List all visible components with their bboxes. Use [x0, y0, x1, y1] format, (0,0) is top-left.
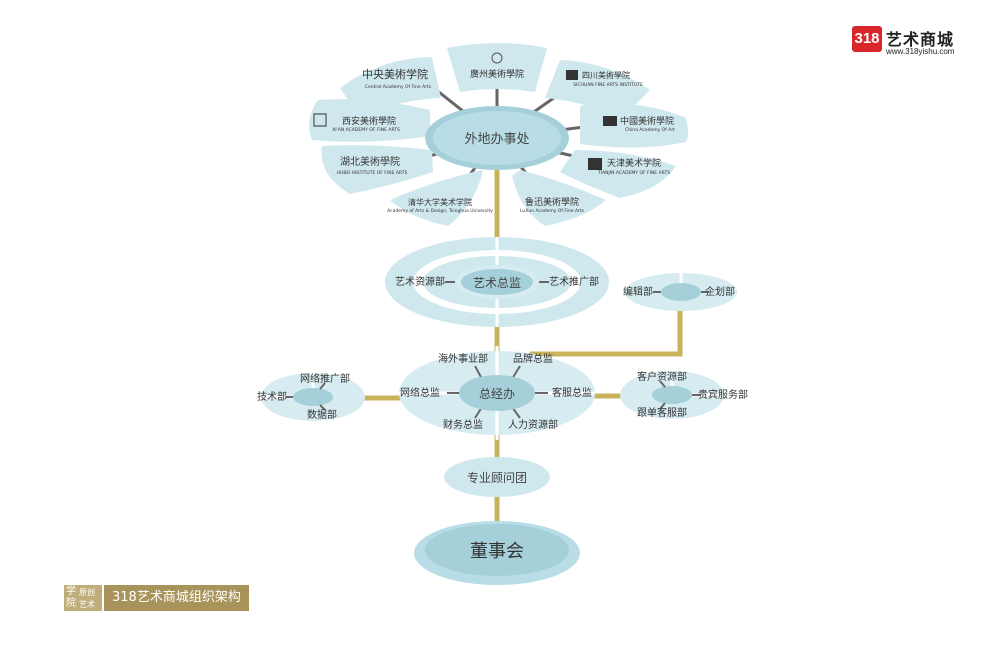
unit-art-resources: 艺术资源部 [395, 275, 445, 288]
board-label: 董事会 [470, 541, 524, 562]
academy-luxun-en: LuXun Academy Of Fine Arts [520, 208, 585, 214]
academy-china-cn: 中國美術學院 [620, 115, 674, 127]
academy-luxun-cn: 鲁迅美術學院 [525, 196, 579, 208]
network-cluster: 网络推广部 技术部 数据部 [257, 372, 365, 421]
footer-logo-char-2: 原创 [79, 588, 95, 597]
unit-customer-resources: 客户资源部 [637, 370, 687, 383]
unit-vip: 贵宾服务部 [698, 388, 748, 401]
board-node: 董事会 [414, 521, 580, 585]
academy-sichuan-en: SICHUAN FINE ARTS INSTITUTE [573, 82, 643, 88]
footer-banner: 学 原创 院 艺术 318艺术商城组织架构 [64, 585, 249, 611]
academy-guangzhou-cn: 廣州美術學院 [470, 68, 524, 80]
service-hub [652, 386, 692, 404]
footer-logo-char-1: 学 [66, 586, 76, 597]
service-cluster: 客户资源部 贵宾服务部 跟单客服部 [620, 370, 748, 419]
academy-xian: 西安美術學院 XI'AN ACADEMY OF FINE ARTS [309, 99, 430, 142]
unit-finance: 财务总监 [443, 418, 483, 431]
academy-xian-cn: 西安美術學院 [342, 115, 396, 127]
academy-central-en: Central Academy Of Fine Arts [365, 84, 432, 90]
academy-tianjin-cn: 天津美术学院 [607, 157, 661, 169]
tianjin-logo-icon [588, 158, 602, 170]
academy-guangzhou: 廣州美術學院 [447, 43, 547, 92]
connector-editorial [530, 300, 683, 357]
unit-data: 数据部 [307, 408, 337, 421]
guangzhou-emblem-icon [491, 52, 503, 64]
footer-logo: 学 原创 院 艺术 [64, 585, 102, 611]
footer-logo-char-4: 艺术 [79, 600, 95, 609]
unit-tech: 技术部 [257, 390, 287, 403]
unit-customer-service: 客服总监 [552, 386, 592, 399]
academy-tsinghua: 清华大学美术学院 Academy of Arts & Design, Tsing… [387, 170, 493, 226]
brand-url: www.318yishu.com [886, 47, 955, 56]
unit-network: 网络总监 [400, 386, 440, 399]
academy-china: 中國美術學院 China Academy Of Art [580, 103, 688, 148]
sichuan-logo-icon [566, 70, 578, 80]
brand-name: 艺术商城 [886, 30, 955, 49]
academy-tianjin: 天津美术学院 TIANJIN ACADEMY OF FINE ARTS [560, 150, 676, 198]
academy-central-cn: 中央美術学院 [362, 67, 428, 81]
china-academy-logo-icon [603, 116, 617, 126]
footer-logo-char-3: 院 [66, 598, 76, 609]
brand-logo: 318 艺术商城 www.318yishu.com [852, 26, 972, 60]
editorial-cluster: 编辑部 企划部 [623, 273, 737, 311]
brand-badge: 318 [852, 26, 882, 52]
tech-hub [293, 388, 333, 406]
gm-cluster: 总经办 海外事业部 品牌总监 网络总监 客服总监 财务总监 人力资源部 [399, 346, 595, 440]
academy-luxun: 鲁迅美術學院 LuXun Academy Of Fine Arts [512, 170, 606, 226]
xian-logo-icon [313, 113, 327, 127]
academy-xian-en: XI'AN ACADEMY OF FINE ARTS [332, 127, 400, 133]
academy-china-en: China Academy Of Art [625, 127, 675, 133]
unit-brand: 品牌总监 [513, 352, 553, 365]
art-director-label: 艺术总监 [473, 276, 521, 290]
unit-network-promotion: 网络推广部 [300, 372, 350, 385]
advisory-node: 专业顾问团 [444, 457, 550, 497]
advisory-label: 专业顾问团 [467, 470, 527, 485]
footer-title: 318艺术商城组织架构 [104, 585, 249, 611]
unit-editing: 编辑部 [623, 285, 653, 298]
branch-cluster: 中央美術学院 Central Academy Of Fine Arts 廣州美術… [309, 43, 688, 226]
academy-tsinghua-cn: 清华大学美术学院 [408, 197, 472, 207]
unit-order: 跟单客服部 [637, 406, 687, 419]
unit-hr: 人力资源部 [508, 418, 558, 431]
academy-tianjin-en: TIANJIN ACADEMY OF FINE ARTS [597, 170, 670, 176]
unit-planning: 企划部 [705, 285, 735, 298]
academy-hubei: 湖北美術學院 HUBEI INSTITUTE OF FINE ARTS [321, 145, 433, 194]
editorial-hub [661, 283, 701, 301]
academy-hubei-en: HUBEI INSTITUTE OF FINE ARTS [337, 170, 408, 176]
academy-tsinghua-en: Academy of Arts & Design, Tsinghua Unive… [387, 208, 493, 214]
academy-hubei-cn: 湖北美術學院 [340, 155, 400, 168]
gm-label: 总经办 [479, 386, 515, 401]
branch-office-label: 外地办事处 [464, 132, 529, 147]
academy-sichuan-cn: 四川美術學院 [582, 70, 630, 80]
unit-overseas: 海外事业部 [438, 352, 488, 365]
art-cluster: 艺术总监 艺术资源部 艺术推广部 [385, 237, 609, 327]
unit-art-promotion: 艺术推广部 [549, 275, 599, 288]
